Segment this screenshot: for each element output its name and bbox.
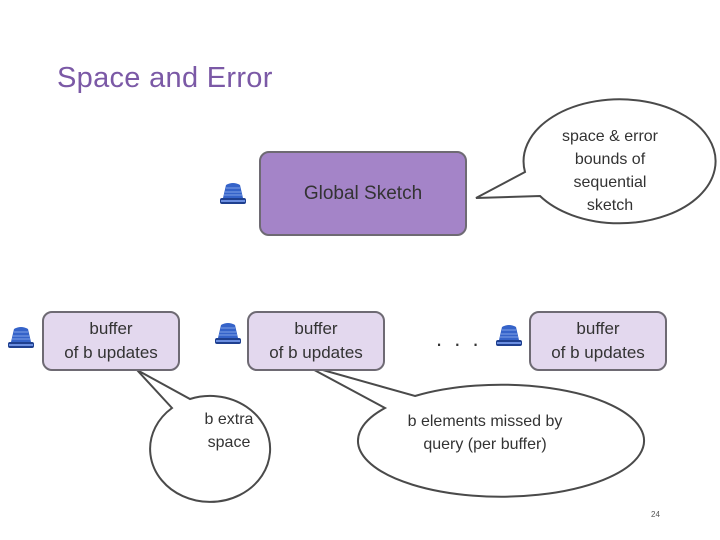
callout-extra-space-bubble — [136, 369, 272, 503]
buffer-label-line2: of b updates — [269, 343, 363, 362]
ellipsis: . . . — [436, 326, 482, 351]
buffer-label-line1: buffer — [576, 319, 620, 338]
page-number: 24 — [651, 510, 660, 519]
callout-missed-text: b elements missed by query (per buffer) — [374, 410, 596, 456]
buffer-box: buffer of b updates — [247, 311, 385, 371]
database-stack-icon — [496, 325, 522, 346]
callout-line: sketch — [586, 197, 634, 214]
buffer-label-line2: of b updates — [551, 343, 645, 362]
slide-title: Space and Error — [57, 62, 273, 94]
buffer-label-line1: buffer — [294, 319, 338, 338]
callout-line: space & error — [561, 128, 659, 145]
database-stack-icon — [220, 183, 246, 204]
database-stack-icon — [8, 327, 34, 348]
buffer-label-line1: buffer — [89, 319, 133, 338]
callout-space-error-text: space & error bounds of sequential sketc… — [540, 125, 680, 217]
callout-space-error-bubble — [475, 98, 717, 225]
callout-line: bounds of — [574, 151, 646, 168]
buffer-box: buffer of b updates — [529, 311, 667, 371]
buffer-box: buffer of b updates — [42, 311, 180, 371]
callout-line: space — [207, 434, 251, 451]
callout-line: b extra — [204, 411, 254, 428]
callout-line: query (per buffer) — [423, 436, 547, 453]
global-sketch-label: Global Sketch — [303, 182, 423, 204]
callout-extra-space-text: b extra space — [168, 408, 290, 454]
callout-line: b elements missed by — [407, 413, 563, 430]
callout-line: sequential — [573, 174, 647, 191]
database-stack-icon — [215, 323, 241, 344]
global-sketch-box: Global Sketch — [259, 151, 467, 236]
buffer-label-line2: of b updates — [64, 343, 158, 362]
callout-missed-bubble — [304, 364, 646, 498]
